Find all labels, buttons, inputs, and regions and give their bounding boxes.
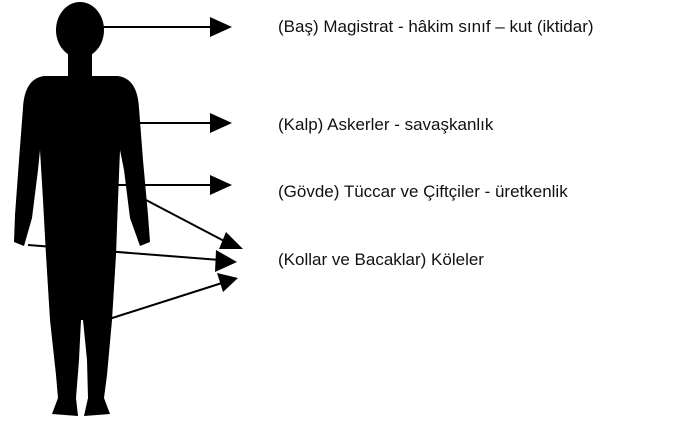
label-head: (Baş) Magistrat - hâkim sınıf – kut (ikt… — [278, 17, 594, 36]
human-silhouette — [14, 2, 150, 416]
label-heart: (Kalp) Askerler - savaşkanlık — [278, 115, 494, 134]
label-limbs: (Kollar ve Bacaklar) Köleler — [278, 250, 484, 269]
label-torso: (Gövde) Tüccar ve Çiftçiler - üretkenlik — [278, 182, 568, 201]
arrows — [27, 17, 243, 321]
